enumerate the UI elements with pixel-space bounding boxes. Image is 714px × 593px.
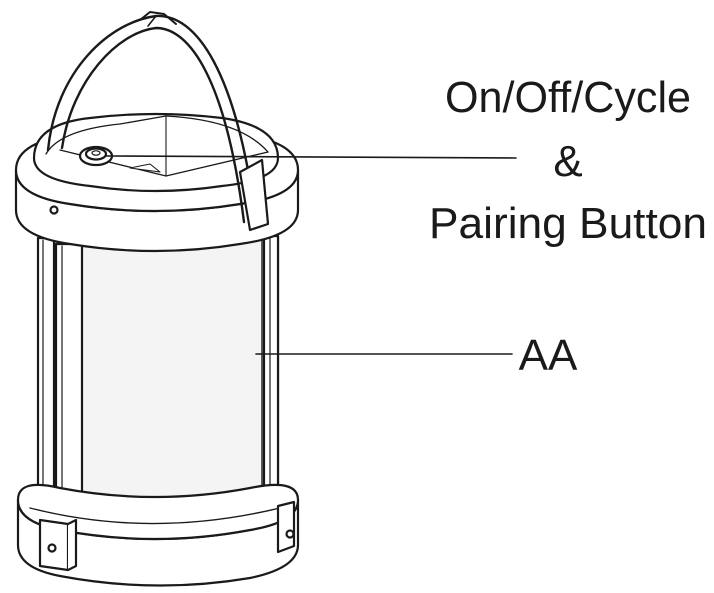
bottom-right-screw bbox=[285, 529, 295, 539]
button-callout-line1: On/Off/Cycle bbox=[445, 73, 691, 122]
button-callout: On/Off/Cycle & Pairing Button bbox=[429, 73, 707, 248]
handle bbox=[46, 11, 270, 232]
top-ring bbox=[14, 112, 300, 253]
bottom-right-clip bbox=[276, 500, 296, 554]
top-left-screw bbox=[49, 205, 59, 215]
battery-callout-label: AA bbox=[519, 331, 578, 380]
right-post bbox=[262, 234, 280, 528]
button-callout-line2: & bbox=[553, 137, 582, 186]
top-lid bbox=[32, 112, 280, 193]
bottom-left-screw bbox=[47, 543, 57, 553]
bottom-ring bbox=[16, 483, 300, 587]
button-leader-line bbox=[105, 155, 517, 159]
callout-leaders bbox=[105, 155, 517, 355]
button-callout-line3: Pairing Button bbox=[429, 199, 707, 248]
